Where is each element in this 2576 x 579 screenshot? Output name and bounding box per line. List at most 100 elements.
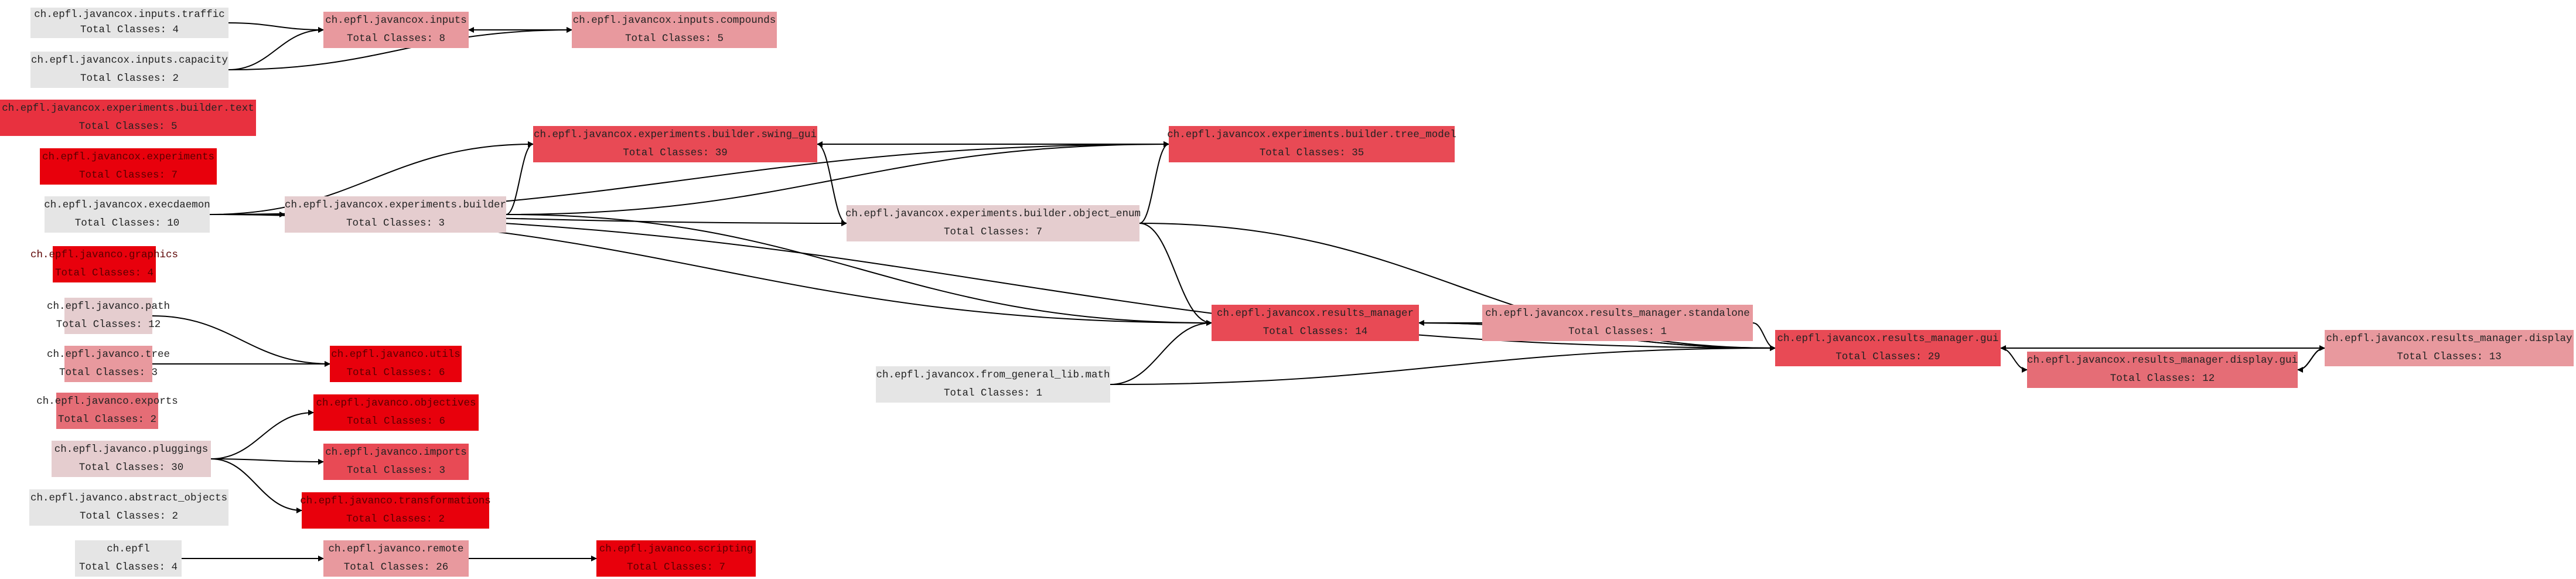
package-name: ch.epfl.javancox.results_manager.display… [2026,354,2298,366]
package-name: ch.epfl.javanco.graphics [30,248,179,261]
class-count: Total Classes: 2 [80,72,179,84]
package-name: ch.epfl.javancox.execdaemon [44,199,210,211]
class-count: Total Classes: 35 [1259,147,1364,159]
dependency-edge [2000,348,2028,373]
class-count: Total Classes: 5 [625,32,724,45]
dependency-edge [210,458,302,513]
package-name: ch.epfl.javancox.results_manager [1216,307,1414,319]
dependency-edge [228,22,324,33]
dependency-edge [506,214,1212,326]
package-name: ch.epfl [107,543,150,555]
dependency-edge [2297,348,2325,373]
class-count: Total Classes: 26 [343,561,449,573]
class-count: Total Classes: 2 [57,413,157,425]
class-count: Total Classes: 12 [2110,372,2215,384]
dependency-edge [210,458,324,465]
package-name: ch.epfl.javanco.scripting [599,543,753,555]
package-name: ch.epfl.javanco.objectives [316,397,476,409]
class-count: Total Classes: 4 [54,267,154,279]
class-count: Total Classes: 2 [79,510,179,522]
package-node: ch.epfl.javancox.experiments.builder.tre… [1167,126,1456,162]
dependency-edge [1752,322,1776,351]
package-name: ch.epfl.javanco.path [46,300,170,312]
package-name: ch.epfl.javancox.results_manager.display [2326,332,2572,345]
dependency-edge [210,410,314,459]
class-count: Total Classes: 4 [80,24,179,36]
dependency-edge [1110,320,1212,385]
package-name: ch.epfl.javanco.transformations [300,495,491,507]
class-count: Total Classes: 29 [1835,350,1940,363]
dependency-edge [228,27,324,70]
package-name: ch.epfl.javanco.remote [328,543,464,555]
class-count: Total Classes: 3 [59,366,158,379]
class-count: Total Classes: 30 [79,461,184,474]
dependency-edge [1110,345,1776,385]
class-count: Total Classes: 12 [56,318,161,331]
class-count: Total Classes: 6 [346,366,445,379]
package-node: ch.epfl.javancox.results_manager.display… [2027,352,2298,388]
dependency-edge [506,141,534,215]
class-count: Total Classes: 10 [74,217,180,229]
package-node: ch.epfl.javancox.experiments.builder.swi… [533,126,817,162]
package-name: ch.epfl.javanco.abstract_objects [30,492,228,504]
package-name: ch.epfl.javanco.utils [331,348,460,360]
dependency-edge [817,144,847,226]
package-name: ch.epfl.javancox.results_manager.standal… [1485,307,1750,319]
class-count: Total Classes: 14 [1263,325,1368,338]
package-node: ch.epfl.javancox.results_manager.display… [2325,330,2574,366]
package-name: ch.epfl.javancox.experiments.builder.swi… [533,128,817,141]
class-count: Total Classes: 7 [79,169,178,181]
package-name: ch.epfl.javancox.inputs.traffic [34,9,225,21]
class-count: Total Classes: 7 [943,226,1043,238]
class-count: Total Classes: 4 [79,561,178,573]
class-count: Total Classes: 1 [1568,325,1667,338]
dependency-edge [152,315,330,367]
package-name: ch.epfl.javanco.exports [36,395,178,407]
dependency-edge [209,141,534,215]
package-name: ch.epfl.javancox.from_general_lib.math [876,369,1110,381]
package-name: ch.epfl.javancox.experiments.builder.tre… [1167,128,1456,141]
class-count: Total Classes: 5 [79,120,178,132]
dependency-edge [1139,223,1212,326]
package-name: ch.epfl.javancox.experiments.builder.obj… [845,207,1141,220]
package-name: ch.epfl.javancox.experiments [42,151,215,163]
package-name: ch.epfl.javanco.pluggings [54,443,209,455]
class-count: Total Classes: 3 [346,464,446,476]
class-count: Total Classes: 3 [346,217,445,229]
package-node: ch.epfl.javancox.experiments.builder.tex… [0,100,256,136]
dependency-edge [1139,141,1169,224]
package-name: ch.epfl.javancox.results_manager.gui [1777,332,1999,345]
package-node: ch.epfl.javancox.experiments.builder.obj… [845,205,1141,241]
class-count: Total Classes: 13 [2397,350,2502,363]
class-count: Total Classes: 2 [346,513,445,525]
package-node: ch.epfl.javancox.results_manager.standal… [1482,305,1753,341]
package-name: ch.epfl.javanco.imports [325,446,467,458]
class-count: Total Classes: 1 [943,387,1043,399]
package-name: ch.epfl.javancox.inputs.compounds [572,14,776,26]
package-name: ch.epfl.javancox.experiments.builder.tex… [2,102,254,114]
class-count: Total Classes: 7 [626,561,726,573]
